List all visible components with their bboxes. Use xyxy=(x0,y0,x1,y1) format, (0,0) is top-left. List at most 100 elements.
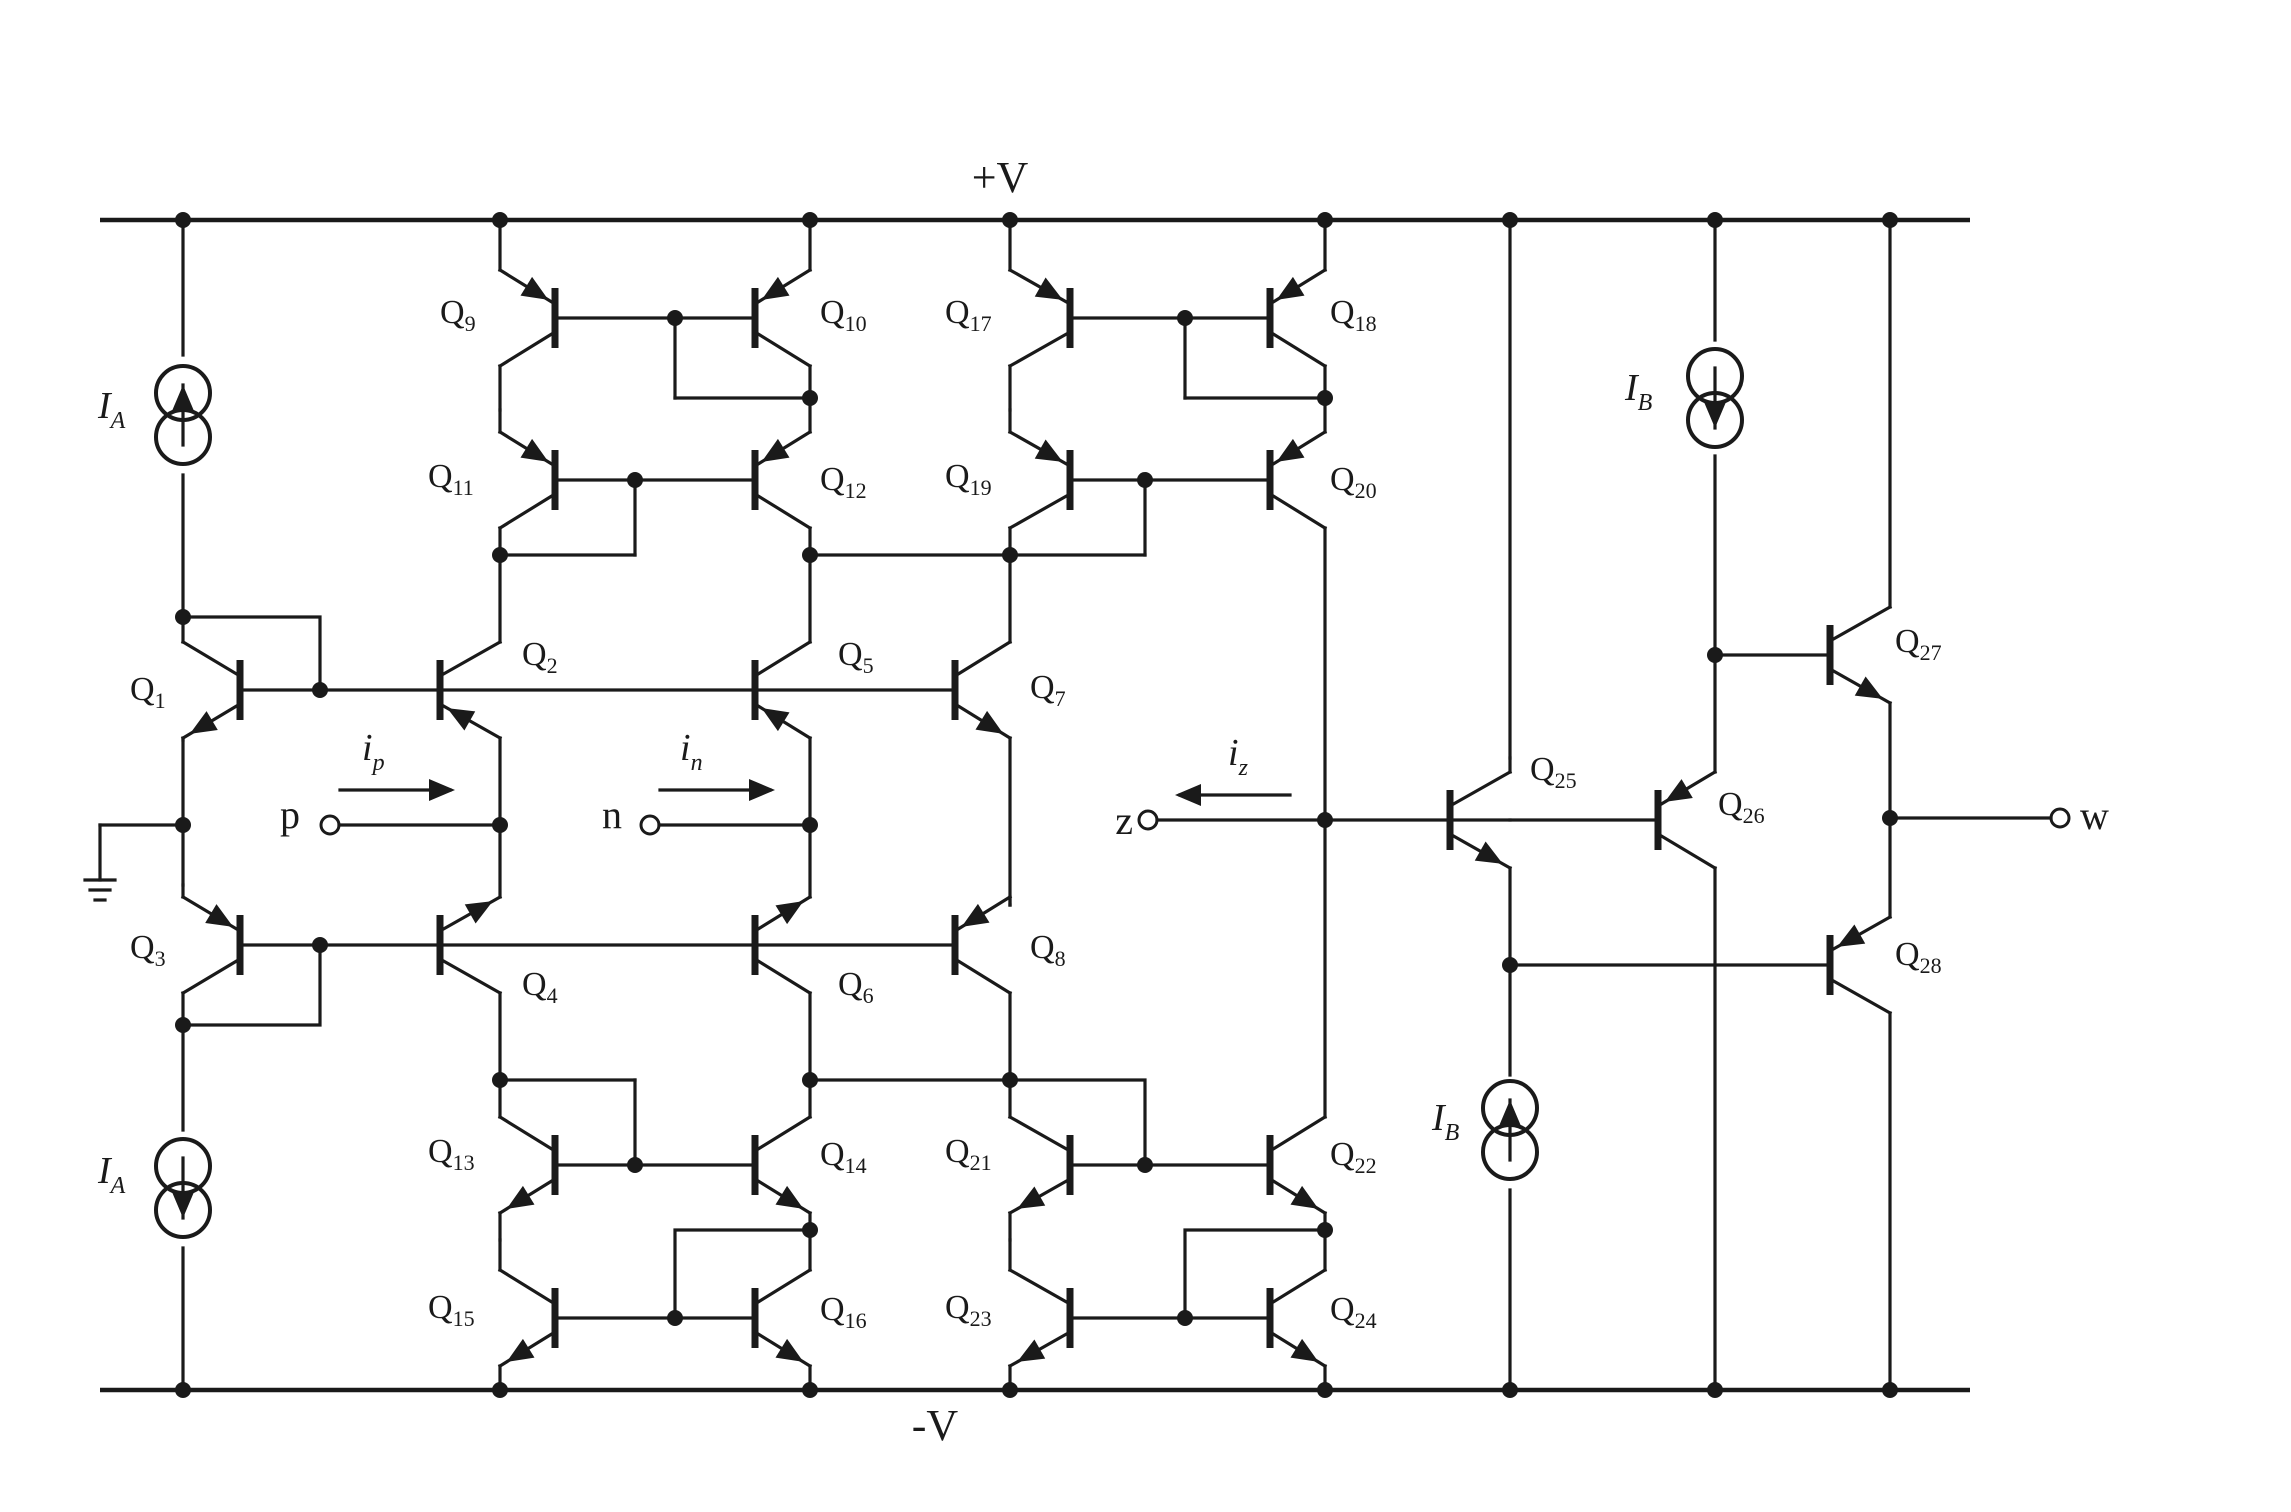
emitter-arrow xyxy=(1034,439,1063,462)
transistor-label-6: Q6 xyxy=(838,966,874,1008)
junction-dot xyxy=(1502,957,1518,973)
transistor-q19 xyxy=(1007,408,1074,557)
in-arrow xyxy=(749,779,775,801)
source-arrow xyxy=(1704,402,1726,428)
transistor-label-24: Q24 xyxy=(1330,1291,1377,1333)
transistor-q18 xyxy=(1266,218,1328,400)
junction-dot xyxy=(175,817,191,833)
transistor-q14 xyxy=(751,1078,813,1232)
source-label-A: IA xyxy=(97,385,126,434)
junction-dot xyxy=(1137,472,1153,488)
collector-leg xyxy=(1007,1267,1073,1307)
transistor-label-10: Q10 xyxy=(820,294,867,336)
wiring xyxy=(83,217,2071,1393)
junction-dot xyxy=(1317,390,1333,406)
emitter-arrow xyxy=(506,1185,535,1209)
source-label-B: IB xyxy=(1624,367,1653,416)
transistor-q1 xyxy=(180,615,244,742)
collector-leg xyxy=(752,956,813,996)
transistor-label-18: Q18 xyxy=(1330,294,1377,336)
emitter-arrow xyxy=(775,901,804,925)
transistor-label-1: Q1 xyxy=(130,671,166,713)
emitter-arrow xyxy=(447,708,476,731)
junction-dot xyxy=(1707,647,1723,663)
terminal-p xyxy=(319,814,341,836)
transistor-label-21: Q21 xyxy=(945,1133,992,1175)
transistor-q16 xyxy=(751,1228,813,1392)
collector-leg xyxy=(497,329,558,369)
transistor-label-7: Q7 xyxy=(1030,669,1066,711)
junction-dot xyxy=(175,1017,191,1033)
junction-dot xyxy=(1882,810,1898,826)
junction-dot xyxy=(1002,1072,1018,1088)
junction-dot xyxy=(667,310,683,326)
transistor-label-17: Q17 xyxy=(945,294,992,336)
collector-leg xyxy=(752,329,813,369)
transistor-q7 xyxy=(951,553,1013,907)
emitter-arrow xyxy=(1290,1185,1319,1209)
junction-dot xyxy=(1177,1310,1193,1326)
transistor-q2 xyxy=(436,553,503,827)
junction-dot xyxy=(492,547,508,563)
current-label-in: in xyxy=(680,727,703,776)
transistor-q8 xyxy=(951,894,1013,1082)
transistor-label-20: Q20 xyxy=(1330,461,1377,503)
collector-leg xyxy=(952,956,1013,996)
current-label-ip: ip xyxy=(362,727,385,776)
terminal-z xyxy=(1137,809,1159,831)
transistor-q6 xyxy=(751,823,813,1082)
collector-leg xyxy=(752,639,813,679)
transistor-label-14: Q14 xyxy=(820,1136,867,1178)
transistor-label-23: Q23 xyxy=(945,1289,992,1331)
collector-leg xyxy=(952,639,1013,679)
emitter-arrow xyxy=(1290,1338,1319,1362)
collector-leg xyxy=(497,1114,558,1154)
junction-dot xyxy=(1707,212,1723,228)
junction-dot xyxy=(1177,310,1193,326)
emitter-arrow xyxy=(761,708,790,732)
current-source-ia-top xyxy=(154,364,212,466)
emitter-arrow xyxy=(761,438,790,462)
terminal-n xyxy=(639,814,661,836)
junction-dot xyxy=(802,547,818,563)
collector-leg xyxy=(497,1267,558,1307)
transistor-q20 xyxy=(1266,396,1328,822)
junction-dot xyxy=(627,472,643,488)
junction-dots xyxy=(175,212,1898,1398)
transistor-q23 xyxy=(1007,1238,1074,1392)
collector-leg xyxy=(1267,491,1328,531)
junction-dot xyxy=(312,682,328,698)
transistor-label-16: Q16 xyxy=(820,1291,867,1333)
transistor-q22 xyxy=(1266,818,1328,1232)
junction-dot xyxy=(1317,1382,1333,1398)
negative-rail-label: -V xyxy=(912,1401,959,1450)
transistor-q5 xyxy=(751,553,813,827)
wire xyxy=(181,943,322,1027)
collector-leg xyxy=(1267,1114,1328,1154)
emitter-arrow xyxy=(205,904,234,927)
junction-dot xyxy=(1002,212,1018,228)
transistor-q21 xyxy=(1007,1078,1074,1242)
transistor-q26 xyxy=(1654,653,1718,1392)
collector-leg xyxy=(752,1267,813,1307)
wire xyxy=(1183,1228,1327,1320)
junction-dot xyxy=(175,1382,191,1398)
emitter-arrow xyxy=(1276,276,1305,300)
transistor-label-25: Q25 xyxy=(1530,751,1577,793)
terminal-w-label: w xyxy=(2080,793,2109,838)
emitter-arrow xyxy=(1474,841,1503,864)
junction-dot xyxy=(1137,1157,1153,1173)
emitter-arrow xyxy=(189,711,218,734)
source-arrow xyxy=(172,1192,194,1218)
transistor-q15 xyxy=(497,1238,559,1392)
terminal-z-label: z xyxy=(1115,798,1133,843)
current-source-ib-top xyxy=(1686,347,1744,449)
transistor-q24 xyxy=(1266,1228,1328,1392)
transistor-label-19: Q19 xyxy=(945,458,992,500)
iz-arrow xyxy=(1175,784,1201,806)
junction-dot xyxy=(802,390,818,406)
ip-arrow xyxy=(429,779,455,801)
collector-leg xyxy=(752,1114,813,1154)
